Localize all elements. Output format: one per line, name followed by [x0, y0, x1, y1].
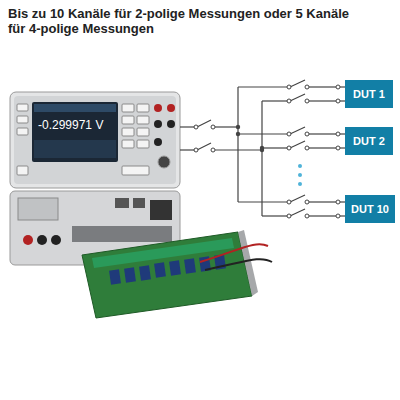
- dut-label: DUT 1: [353, 88, 385, 100]
- dut-box: DUT 1: [345, 80, 393, 108]
- dut-label: DUT 10: [351, 203, 389, 215]
- dut-box: DUT 2: [345, 127, 393, 155]
- display-reading: -0.299971 V: [38, 118, 103, 132]
- heading: Bis zu 10 Kanäle für 2-polige Messungen …: [8, 6, 358, 36]
- dut-box: DUT 10: [345, 195, 395, 223]
- dut-label: DUT 2: [353, 135, 385, 147]
